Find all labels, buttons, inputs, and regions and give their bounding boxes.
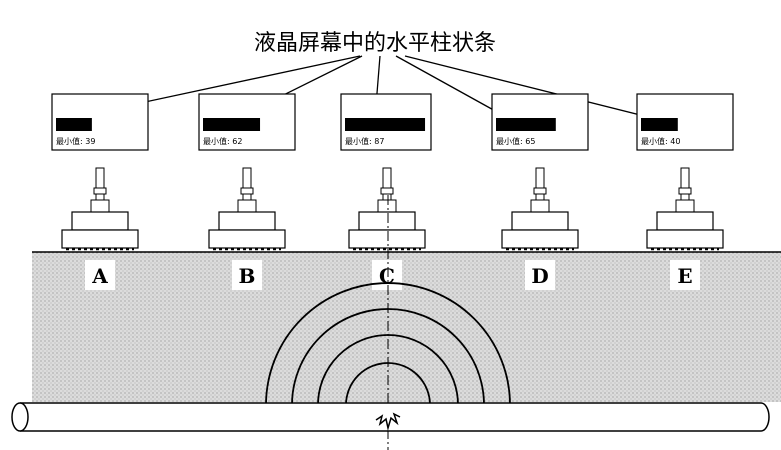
sensor-stem xyxy=(530,199,550,213)
sensor-label-text: D xyxy=(531,264,548,288)
sensor-body xyxy=(71,211,129,231)
lcd-min-value: 最小值: 39 xyxy=(56,136,95,146)
sensor-label-a: A xyxy=(85,260,115,290)
sensor-connector xyxy=(533,187,547,195)
sensor-label-backing xyxy=(670,260,700,290)
sensor-connector xyxy=(678,187,692,195)
sensor-label-backing xyxy=(85,260,115,290)
sensor-label-backing xyxy=(372,260,402,290)
lcd-min-value: 最小值: 40 xyxy=(641,136,680,146)
sensor-base xyxy=(61,229,139,249)
sensor-connector xyxy=(380,187,394,195)
lcd-bar xyxy=(345,118,426,131)
pipe-left-end xyxy=(11,402,29,432)
lcd-display-c: 最小值: 87 xyxy=(340,93,432,151)
sensor-base xyxy=(501,229,579,249)
sensor-stem xyxy=(90,199,110,213)
sensor-base xyxy=(348,229,426,249)
sensor-label-d: D xyxy=(525,260,555,290)
sensor-stem xyxy=(377,199,397,213)
lcd-bar xyxy=(641,118,678,131)
lcd-display-group: 最小值: 39 最小值: 62 最小值: 87 最小值: 65 最小值: 40 xyxy=(51,93,734,151)
sensor-label-backing xyxy=(525,260,555,290)
sensor-stem xyxy=(237,199,257,213)
sensor-label-b: B xyxy=(232,260,262,290)
sensor-base xyxy=(646,229,724,249)
leak-wave-arc xyxy=(265,282,511,406)
lcd-min-value: 最小值: 87 xyxy=(345,136,384,146)
sensor-neck xyxy=(95,193,105,201)
arrow-to-lcd-d xyxy=(395,55,509,119)
sensor-neck xyxy=(680,193,690,201)
arrow-to-lcd-e xyxy=(404,55,654,120)
sensor-group xyxy=(61,167,724,251)
sensor-label-text: C xyxy=(379,264,395,288)
sensor-cable xyxy=(382,167,392,189)
sensor-cable xyxy=(535,167,545,189)
sensor-body xyxy=(218,211,276,231)
sensor-stem xyxy=(675,199,695,213)
sensor-label-c: C xyxy=(372,260,402,290)
lcd-bar xyxy=(203,118,261,131)
sensor-connector xyxy=(240,187,254,195)
lcd-min-value: 最小值: 62 xyxy=(203,136,242,146)
pipe-right-end xyxy=(760,402,770,432)
lcd-display-d: 最小值: 65 xyxy=(491,93,589,151)
sensor-label-e: E xyxy=(670,260,700,290)
lcd-display-a: 最小值: 39 xyxy=(51,93,149,151)
sensor-body xyxy=(511,211,569,231)
sensor-c xyxy=(348,167,426,251)
sensor-label-backing xyxy=(232,260,262,290)
sensor-cable xyxy=(242,167,252,189)
lcd-display-e: 最小值: 40 xyxy=(636,93,734,151)
sensor-body xyxy=(656,211,714,231)
sensor-neck xyxy=(242,193,252,201)
lcd-bar xyxy=(56,118,92,131)
lcd-display-b: 最小值: 62 xyxy=(198,93,296,151)
lcd-bar xyxy=(496,118,556,131)
sensor-b xyxy=(208,167,286,251)
pipe xyxy=(11,402,770,432)
sensor-connector xyxy=(93,187,107,195)
sensor-label-text: E xyxy=(677,264,692,288)
lcd-min-value: 最小值: 65 xyxy=(496,136,535,146)
sensor-base xyxy=(208,229,286,249)
sensor-neck xyxy=(382,193,392,201)
ground-region xyxy=(32,252,781,402)
sensor-neck xyxy=(535,193,545,201)
sensor-label-text: A xyxy=(91,264,108,288)
sensor-a xyxy=(61,167,139,251)
sensor-cable xyxy=(680,167,690,189)
leak-crack-icon xyxy=(375,412,401,431)
sensor-label-group: A B C D E xyxy=(85,260,700,290)
sensor-d xyxy=(501,167,579,251)
sensor-label-text: B xyxy=(239,264,256,288)
sensor-e xyxy=(646,167,724,251)
sensor-body xyxy=(358,211,416,231)
sensor-cable xyxy=(95,167,105,189)
diagram-title: 液晶屏幕中的水平柱状条 xyxy=(254,31,496,56)
